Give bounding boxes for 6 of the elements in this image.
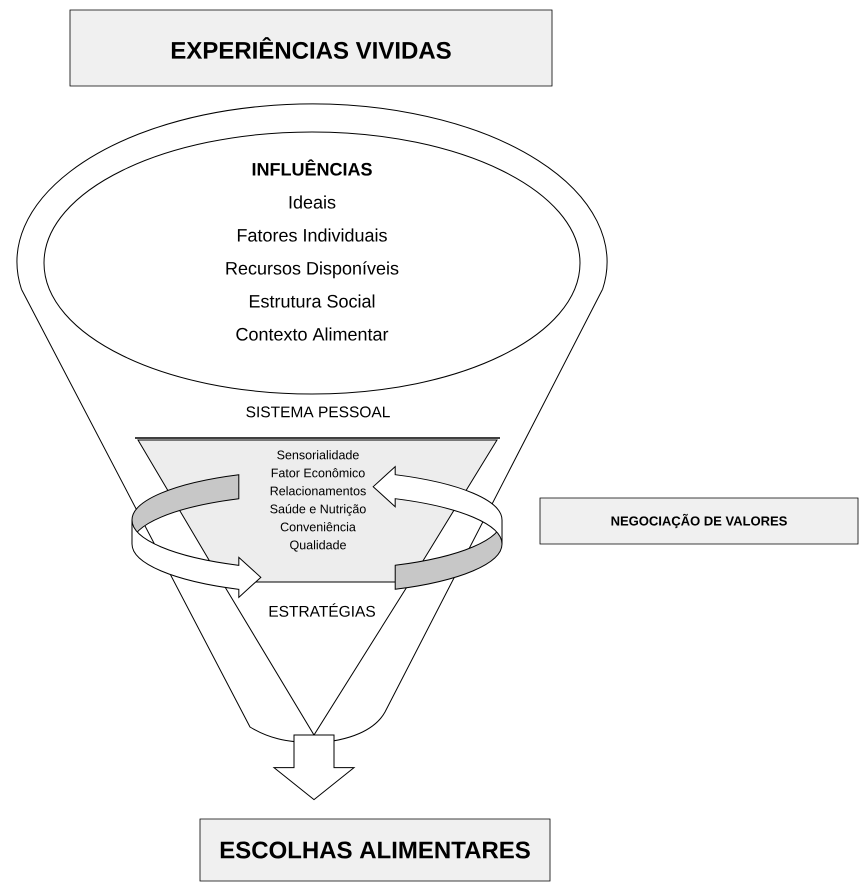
label-box: NEGOCIAÇÃO DE VALORES [540, 498, 858, 544]
result-box: ESCOLHAS ALIMENTARES [200, 818, 550, 882]
node-label: SISTEMA PESSOAL [246, 406, 390, 418]
block-arrow [272, 734, 356, 800]
title-box: EXPERIÊNCIAS VIVIDAS [70, 10, 552, 86]
funnel-drawing [16, 103, 608, 744]
